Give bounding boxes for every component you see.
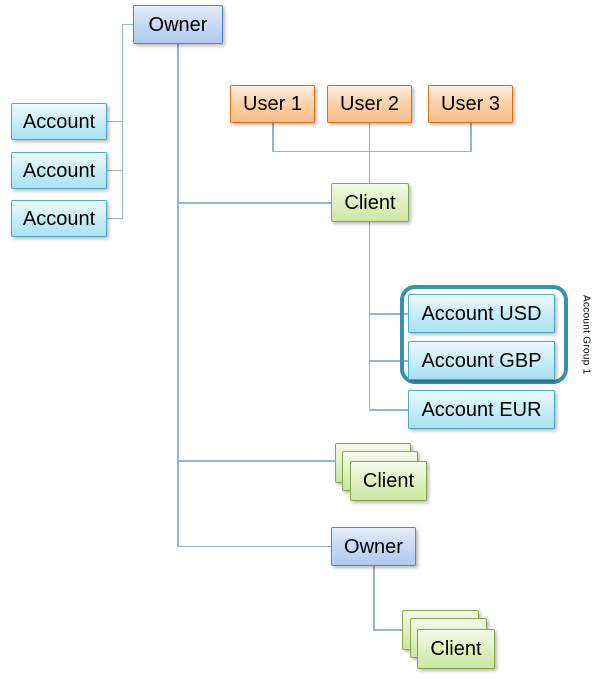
user-3-node: User 3 bbox=[428, 85, 513, 123]
owner-mid-node: Owner bbox=[331, 527, 416, 566]
connector-line bbox=[107, 169, 122, 171]
connector-line bbox=[368, 222, 370, 410]
account-usd-node: Account USD bbox=[408, 294, 555, 333]
connector-line bbox=[178, 545, 331, 547]
account-group-frame bbox=[400, 285, 568, 384]
connector-line bbox=[177, 44, 179, 547]
user-1-node: User 1 bbox=[230, 85, 315, 123]
owner-top-node: Owner bbox=[133, 5, 223, 44]
account-group-label: Account Group 1 bbox=[580, 294, 592, 375]
connector-line bbox=[470, 123, 472, 152]
account-eur-node: Account EUR bbox=[408, 390, 555, 429]
client-stack-mid-front: Client bbox=[350, 461, 427, 501]
connector-line bbox=[272, 123, 274, 152]
connector-line bbox=[178, 202, 331, 204]
connector-line bbox=[272, 150, 471, 152]
user-2-node: User 2 bbox=[327, 85, 412, 123]
connector-line bbox=[373, 629, 402, 631]
connector-line bbox=[107, 120, 122, 122]
connector-line bbox=[370, 313, 408, 315]
connector-line bbox=[368, 123, 370, 183]
connector-line bbox=[178, 460, 335, 462]
account-gbp-node: Account GBP bbox=[408, 341, 555, 380]
client-main-node: Client bbox=[331, 183, 409, 222]
connector-line bbox=[107, 217, 122, 219]
client-stack-bottom-front: Client bbox=[417, 629, 495, 669]
connector-line bbox=[370, 409, 408, 411]
connector-line bbox=[121, 24, 123, 219]
account-node-2: Account bbox=[11, 152, 107, 189]
account-node-1: Account bbox=[11, 103, 107, 140]
connector-line bbox=[121, 23, 134, 25]
connector-line bbox=[373, 566, 375, 630]
connector-line bbox=[370, 360, 408, 362]
account-node-3: Account bbox=[11, 200, 107, 237]
